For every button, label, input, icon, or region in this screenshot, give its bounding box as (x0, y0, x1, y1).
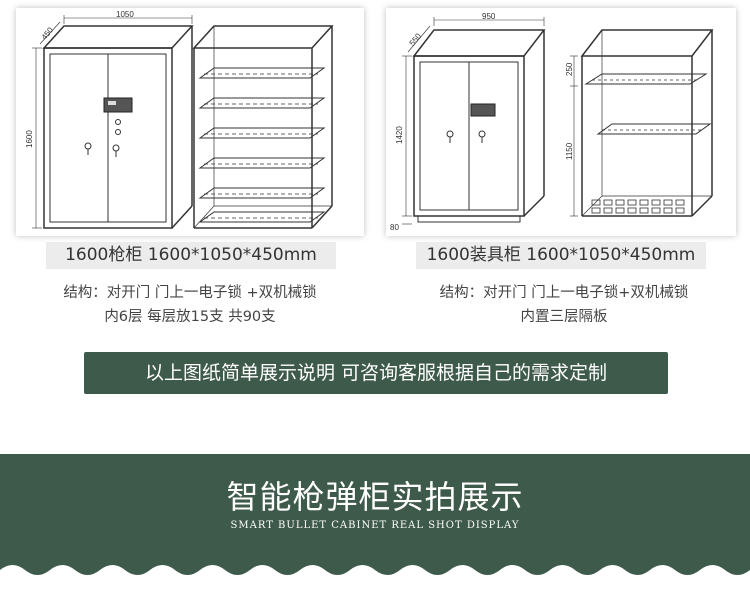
dim-width-r: 950 (482, 12, 496, 21)
dim-depth: 450 (40, 25, 56, 41)
wave-divider (0, 565, 750, 593)
equipment-cabinet-desc-line2: 内置三层隔板 (520, 309, 608, 325)
equipment-cabinet-desc-line1: 结构：对开门 门上一电子锁+双机械锁 (439, 285, 689, 301)
dim-body-height-r: 1420 (395, 126, 404, 144)
equipment-cabinet-description: 结构：对开门 门上一电子锁+双机械锁 内置三层隔板 (394, 281, 734, 329)
customization-notice: 以上图纸简单展示说明 可咨询客服根据自己的需求定制 (84, 352, 668, 394)
equipment-cabinet-caption: 1600装具柜 1600*1050*450mm (416, 242, 706, 269)
dim-depth-r: 550 (408, 31, 424, 47)
gun-cabinet-drawing: 1050 450 1600 (16, 8, 364, 236)
gun-cabinet-description: 结构：对开门 门上一电子锁 +双机械锁 内6层 每层放15支 共90支 (26, 281, 354, 329)
dim-height: 1600 (25, 130, 34, 148)
banner-subtitle: SMART BULLET CABINET REAL SHOT DISPLAY (230, 520, 520, 531)
section-banner (0, 454, 750, 593)
dim-top-r: 250 (565, 62, 574, 76)
gun-cabinet-svg: 1050 450 1600 (25, 10, 334, 229)
gun-cabinet-caption: 1600枪柜 1600*1050*450mm (46, 242, 336, 269)
gun-cabinet-desc-line2: 内6层 每层放15支 共90支 (104, 309, 276, 325)
equipment-cabinet-svg: 950 550 1420 80 250 1150 (390, 12, 714, 232)
dim-width: 1050 (116, 10, 134, 19)
dim-base-r: 80 (390, 223, 399, 232)
dim-middle-r: 1150 (565, 142, 574, 160)
banner-title: 智能枪弹柜实拍展示 (226, 478, 524, 516)
gun-cabinet-desc-line1: 结构：对开门 门上一电子锁 +双机械锁 (63, 285, 317, 301)
equipment-cabinet-drawing: 950 550 1420 80 250 1150 (386, 8, 736, 236)
